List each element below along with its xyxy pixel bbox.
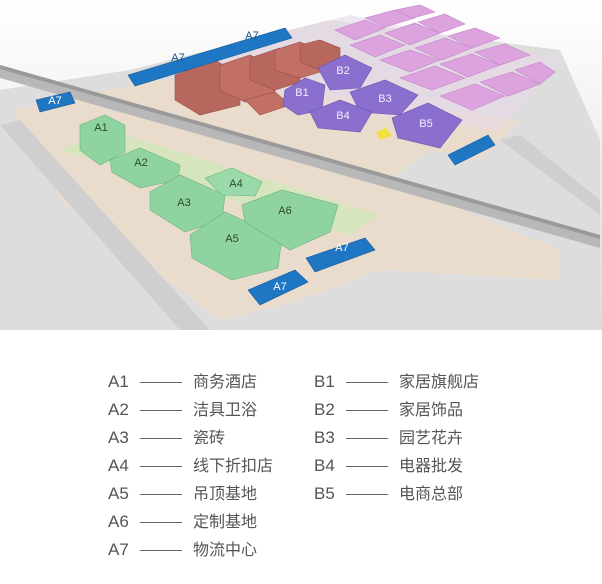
legend-name: 园艺花卉 xyxy=(399,428,464,447)
legend-dash xyxy=(140,549,182,551)
legend-name: 洁具卫浴 xyxy=(193,400,258,419)
legend-code: A2 xyxy=(108,400,129,419)
elevated-railway-top xyxy=(0,65,600,239)
legend-item: B3 园艺花卉 xyxy=(314,424,479,452)
map-label-a7: A7 xyxy=(245,30,258,42)
road-left xyxy=(0,120,210,330)
legend-name: 电器批发 xyxy=(399,456,464,475)
map-label-a6: A6 xyxy=(278,205,291,217)
legend-code: B4 xyxy=(314,456,335,475)
legend-dash xyxy=(140,381,182,383)
building-a4 xyxy=(204,167,263,197)
legend-dash xyxy=(140,493,182,495)
legend-item: A3 瓷砖 xyxy=(108,424,273,452)
legend-code: B3 xyxy=(314,428,335,447)
a-zone-buildings xyxy=(79,114,339,281)
map-label-b1: B1 xyxy=(295,87,308,99)
legend-name: 物流中心 xyxy=(193,540,258,559)
legend-dash xyxy=(140,521,182,523)
legend-item: A5 吊顶基地 xyxy=(108,480,273,508)
small-yellow-building xyxy=(376,128,392,140)
legend-code: B5 xyxy=(314,484,335,503)
legend-code: A1 xyxy=(108,372,129,391)
map-label-a7: A7 xyxy=(171,52,184,64)
map-label-a1: A1 xyxy=(94,122,107,134)
legend-dash xyxy=(346,409,388,411)
site-map: A1 A2 A3 A4 A5 A6 A7 A7 A7 A7 A7 B1 B2 B… xyxy=(0,0,602,330)
legend-code: A6 xyxy=(108,512,129,531)
map-label-b5: B5 xyxy=(419,118,432,130)
map-label-b2: B2 xyxy=(336,65,349,77)
legend-column-b: B1 家居旗舰店 B2 家居饰品 B3 园艺花卉 B4 电器批发 B5 电商总部 xyxy=(314,368,479,508)
legend-dash xyxy=(140,409,182,411)
building-a7-right xyxy=(305,237,376,273)
map-label-a7: A7 xyxy=(273,281,286,293)
legend-item: B5 电商总部 xyxy=(314,480,479,508)
map-label-b4: B4 xyxy=(336,110,349,122)
legend-item: A2 洁具卫浴 xyxy=(108,396,273,424)
legend-name: 定制基地 xyxy=(193,512,258,531)
legend-dash xyxy=(346,493,388,495)
building-b5 xyxy=(391,102,463,149)
legend-name: 吊顶基地 xyxy=(193,484,258,503)
map-label-b3: B3 xyxy=(378,93,391,105)
legend-dash xyxy=(140,465,182,467)
logistics-buildings xyxy=(35,27,496,306)
legend-code: B2 xyxy=(314,400,335,419)
pink-buildings xyxy=(334,4,556,111)
legend-code: B1 xyxy=(314,372,335,391)
legend-dash xyxy=(346,437,388,439)
legend-code: A3 xyxy=(108,428,129,447)
road-right xyxy=(500,135,600,215)
building-a7-top xyxy=(127,27,293,87)
legend-item: A1 商务酒店 xyxy=(108,368,273,396)
legend-name: 电商总部 xyxy=(399,484,464,503)
building-right-bar xyxy=(447,134,496,166)
legend-code: A5 xyxy=(108,484,129,503)
legend-dash xyxy=(346,381,388,383)
b-zone-buildings xyxy=(282,54,463,149)
legend-item: B4 电器批发 xyxy=(314,452,479,480)
building-a6 xyxy=(241,189,339,251)
legend-item: B1 家居旗舰店 xyxy=(314,368,479,396)
building-b2 xyxy=(317,54,373,91)
legend-name: 家居旗舰店 xyxy=(399,372,480,391)
legend-column-a: A1 商务酒店 A2 洁具卫浴 A3 瓷砖 A4 线下折扣店 A5 吊顶基地 A6 定制基地… xyxy=(108,368,273,564)
building-a7-left xyxy=(35,91,76,113)
legend-code: A7 xyxy=(108,540,129,559)
map-label-a2: A2 xyxy=(134,157,147,169)
legend-dash xyxy=(346,465,388,467)
legend-item: A7 物流中心 xyxy=(108,536,273,564)
legend-item: A6 定制基地 xyxy=(108,508,273,536)
legend-name: 商务酒店 xyxy=(193,372,258,391)
map-label-a3: A3 xyxy=(177,197,190,209)
legend-name: 家居饰品 xyxy=(399,400,464,419)
building-a1 xyxy=(79,114,126,166)
building-a7-bottom xyxy=(247,269,309,306)
brown-buildings xyxy=(174,39,341,116)
legend-item: A4 线下折扣店 xyxy=(108,452,273,480)
map-label-a4: A4 xyxy=(229,178,242,190)
legend-name: 瓷砖 xyxy=(193,428,226,447)
map-label-a7: A7 xyxy=(48,95,61,107)
building-b4 xyxy=(309,99,373,133)
legend-dash xyxy=(140,437,182,439)
legend-name: 线下折扣店 xyxy=(193,456,274,475)
map-label-a7: A7 xyxy=(335,242,348,254)
legend-code: A4 xyxy=(108,456,129,475)
map-label-a5: A5 xyxy=(225,233,238,245)
legend-item: B2 家居饰品 xyxy=(314,396,479,424)
legend: A1 商务酒店 A2 洁具卫浴 A3 瓷砖 A4 线下折扣店 A5 吊顶基地 A6 定制基地… xyxy=(108,368,528,568)
